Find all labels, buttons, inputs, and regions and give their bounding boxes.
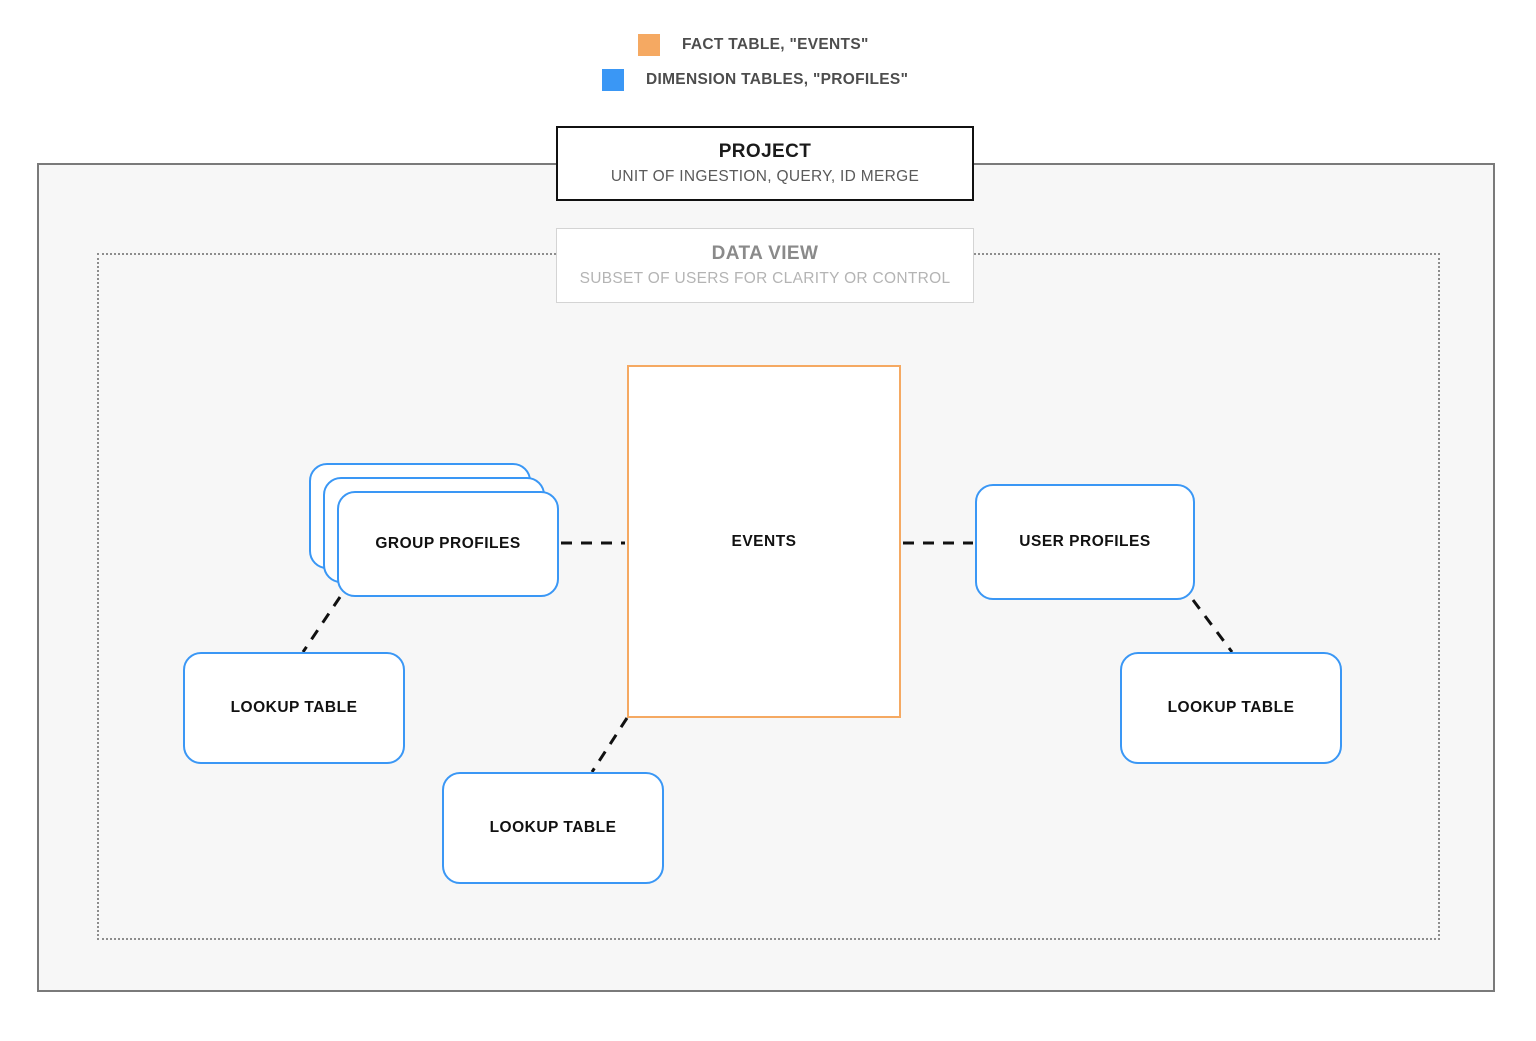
orange-square-swatch	[638, 34, 660, 56]
node-lookup-table-right[interactable]: LOOKUP TABLE	[1120, 652, 1342, 764]
project-title: PROJECT	[718, 141, 812, 162]
node-group-profiles[interactable]: GROUP PROFILES	[309, 463, 559, 597]
data-view-subtitle: SUBSET OF USERS FOR CLARITY OR CONTROL	[579, 270, 951, 287]
node-lookup-table-left[interactable]: LOOKUP TABLE	[183, 652, 405, 764]
blue-square-swatch	[602, 69, 624, 91]
node-lookup-table-right-label: LOOKUP TABLE	[1167, 699, 1295, 716]
project-subtitle: UNIT OF INGESTION, QUERY, ID MERGE	[610, 168, 920, 185]
node-lookup-table-left-label: LOOKUP TABLE	[230, 699, 358, 716]
legend-item-dimension-tables: DIMENSION TABLES, "PROFILES"	[602, 69, 908, 91]
node-events[interactable]: EVENTS	[627, 365, 901, 718]
legend-label-dimension-tables: DIMENSION TABLES, "PROFILES"	[646, 71, 909, 88]
data-view-header-box: DATA VIEW SUBSET OF USERS FOR CLARITY OR…	[556, 228, 974, 303]
legend-label-fact-table: FACT TABLE, "EVENTS"	[682, 36, 869, 53]
node-user-profiles[interactable]: USER PROFILES	[975, 484, 1195, 600]
group-profiles-stack-card-front: GROUP PROFILES	[337, 491, 559, 597]
data-view-title: DATA VIEW	[711, 243, 819, 264]
node-group-profiles-label: GROUP PROFILES	[375, 535, 521, 552]
node-user-profiles-label: USER PROFILES	[1019, 533, 1151, 550]
project-header-box: PROJECT UNIT OF INGESTION, QUERY, ID MER…	[556, 126, 974, 201]
legend-item-fact-table: FACT TABLE, "EVENTS"	[638, 34, 869, 56]
node-lookup-table-center-label: LOOKUP TABLE	[489, 819, 617, 836]
node-events-label: EVENTS	[731, 532, 797, 550]
node-lookup-table-center[interactable]: LOOKUP TABLE	[442, 772, 664, 884]
